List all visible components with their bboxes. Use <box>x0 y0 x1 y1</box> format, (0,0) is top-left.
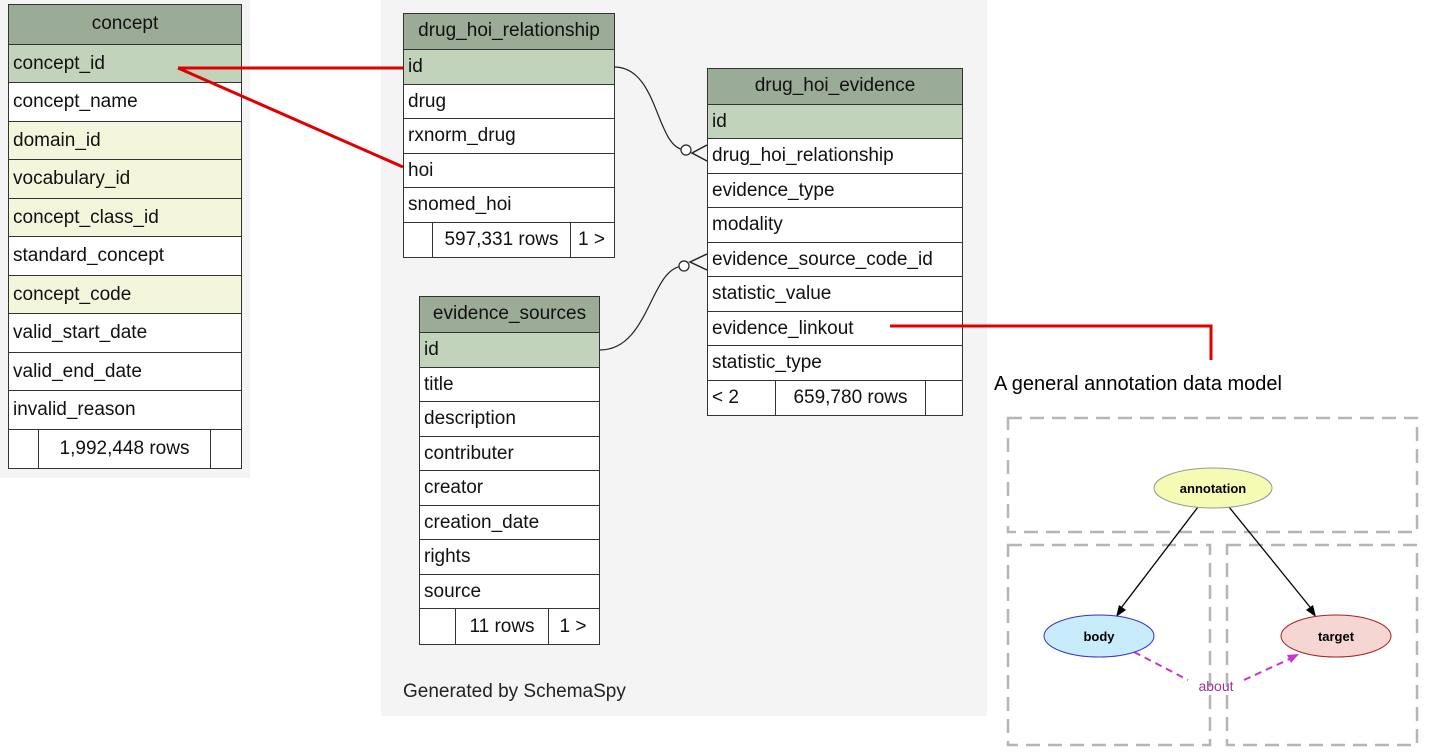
generated-by-label: Generated by SchemaSpy <box>403 681 626 702</box>
table-row: creator <box>420 471 599 506</box>
table-row: standard_concept <box>9 237 241 276</box>
table-row: valid_end_date <box>9 353 241 391</box>
relationship-edge <box>613 66 687 151</box>
table-row: id <box>420 333 599 368</box>
table-row: invalid_reason <box>9 391 241 430</box>
zero-many-marker <box>678 260 690 272</box>
table-row: hoi <box>404 154 614 188</box>
nav-next: 1 > <box>578 229 605 250</box>
table-row: statistic_value <box>708 277 962 312</box>
annotation-to-target-edge <box>1228 506 1315 613</box>
about-edge <box>1133 651 1295 681</box>
table-row: statistic_type <box>708 346 962 381</box>
nav-next: 1 > <box>559 615 587 637</box>
target-node-label: target <box>1318 629 1355 644</box>
table-row: source <box>420 575 599 609</box>
row-count: 1,992,448 rows <box>39 430 211 468</box>
table-row: vocabulary_id <box>9 160 241 199</box>
table-footer: 597,331 rows 1 > <box>404 223 614 257</box>
table-title: evidence_sources <box>420 297 599 333</box>
body-node <box>1043 614 1155 658</box>
arrowhead-icon <box>1287 654 1299 663</box>
footer-spacer <box>9 430 39 468</box>
annotation-node <box>1153 467 1273 509</box>
table-row: rights <box>420 540 599 575</box>
drug-hoi-relationship-table: drug_hoi_relationship id drug rxnorm_dru… <box>403 13 615 258</box>
row-count: 11 rows <box>456 609 549 644</box>
relationship-edge <box>599 265 685 351</box>
table-row: valid_start_date <box>9 314 241 353</box>
table-row: rxnorm_drug <box>404 119 614 154</box>
concept-table: concept concept_id concept_name domain_i… <box>8 4 242 469</box>
table-row: evidence_linkout <box>708 312 962 346</box>
drug-hoi-evidence-table: drug_hoi_evidence id drug_hoi_relationsh… <box>707 68 963 416</box>
linkout-to-annotation-link <box>890 324 1213 360</box>
annotation-node-label: annotation <box>1180 481 1246 496</box>
table-row: id <box>708 105 962 139</box>
arrowhead-icon <box>1306 605 1316 617</box>
table-row: id <box>404 50 614 85</box>
row-count: 597,331 rows <box>433 223 571 257</box>
table-footer: 11 rows 1 > <box>420 609 599 644</box>
table-row: drug <box>404 85 614 119</box>
table-row: concept_code <box>9 276 241 314</box>
table-title: drug_hoi_evidence <box>708 69 962 105</box>
table-footer: < 2 659,780 rows <box>708 381 962 415</box>
footer-spacer <box>404 223 433 257</box>
table-row: evidence_source_code_id <box>708 243 962 277</box>
row-count: 659,780 rows <box>776 381 926 415</box>
table-row: title <box>420 368 599 402</box>
table-row: evidence_type <box>708 174 962 208</box>
table-row: domain_id <box>9 122 241 160</box>
table-title: drug_hoi_relationship <box>404 14 614 50</box>
about-edge-label: about <box>1198 678 1233 694</box>
footer-spacer <box>420 609 456 644</box>
table-title: concept <box>9 5 241 45</box>
table-footer: 1,992,448 rows <box>9 430 241 468</box>
body-node-label: body <box>1083 629 1115 644</box>
table-row: concept_id <box>9 45 241 83</box>
crows-foot-icon <box>690 144 708 162</box>
target-node <box>1280 614 1392 658</box>
table-row: snomed_hoi <box>404 188 614 223</box>
table-row: drug_hoi_relationship <box>708 139 962 174</box>
evidence-sources-table: evidence_sources id title description co… <box>419 296 600 645</box>
annotation-model-caption: A general annotation data model <box>994 373 1282 395</box>
nav-prev: < 2 <box>708 381 776 415</box>
table-row: concept_name <box>9 83 241 122</box>
table-row: creation_date <box>420 506 599 540</box>
zero-many-marker <box>680 144 692 156</box>
annotation-frames <box>1006 416 1419 747</box>
table-row: description <box>420 402 599 437</box>
arrowhead-icon <box>1116 605 1126 617</box>
table-row: contributer <box>420 437 599 471</box>
table-row: modality <box>708 208 962 243</box>
crows-foot-icon <box>688 253 708 271</box>
annotation-to-body-edge <box>1117 506 1199 613</box>
table-row: concept_class_id <box>9 199 241 237</box>
concept-id-to-hoi-link <box>177 66 404 169</box>
